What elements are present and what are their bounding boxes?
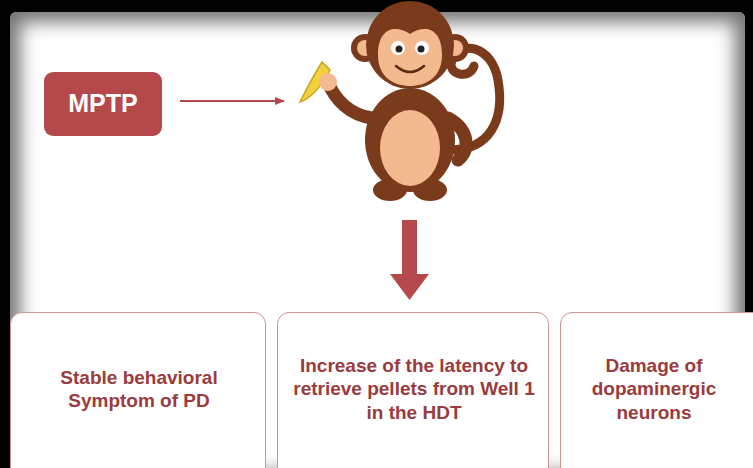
down-arrow xyxy=(390,220,429,300)
input-box: MPTP xyxy=(44,72,162,136)
monkey-illustration xyxy=(300,1,500,201)
result-box: Stable behavioral Symptom of PD xyxy=(10,312,266,468)
pointer-arrow xyxy=(180,100,284,102)
result-box: Damage of dopaminergic neurons xyxy=(560,312,753,468)
result-box: Increase of the latency to retrieve pell… xyxy=(277,312,549,468)
box-label: MPTP xyxy=(52,90,154,118)
result-text: Increase of the latency to retrieve pell… xyxy=(286,354,542,424)
result-text: Damage of dopaminergic neurons xyxy=(569,354,739,424)
result-text: Stable behavioral Symptom of PD xyxy=(19,366,259,412)
